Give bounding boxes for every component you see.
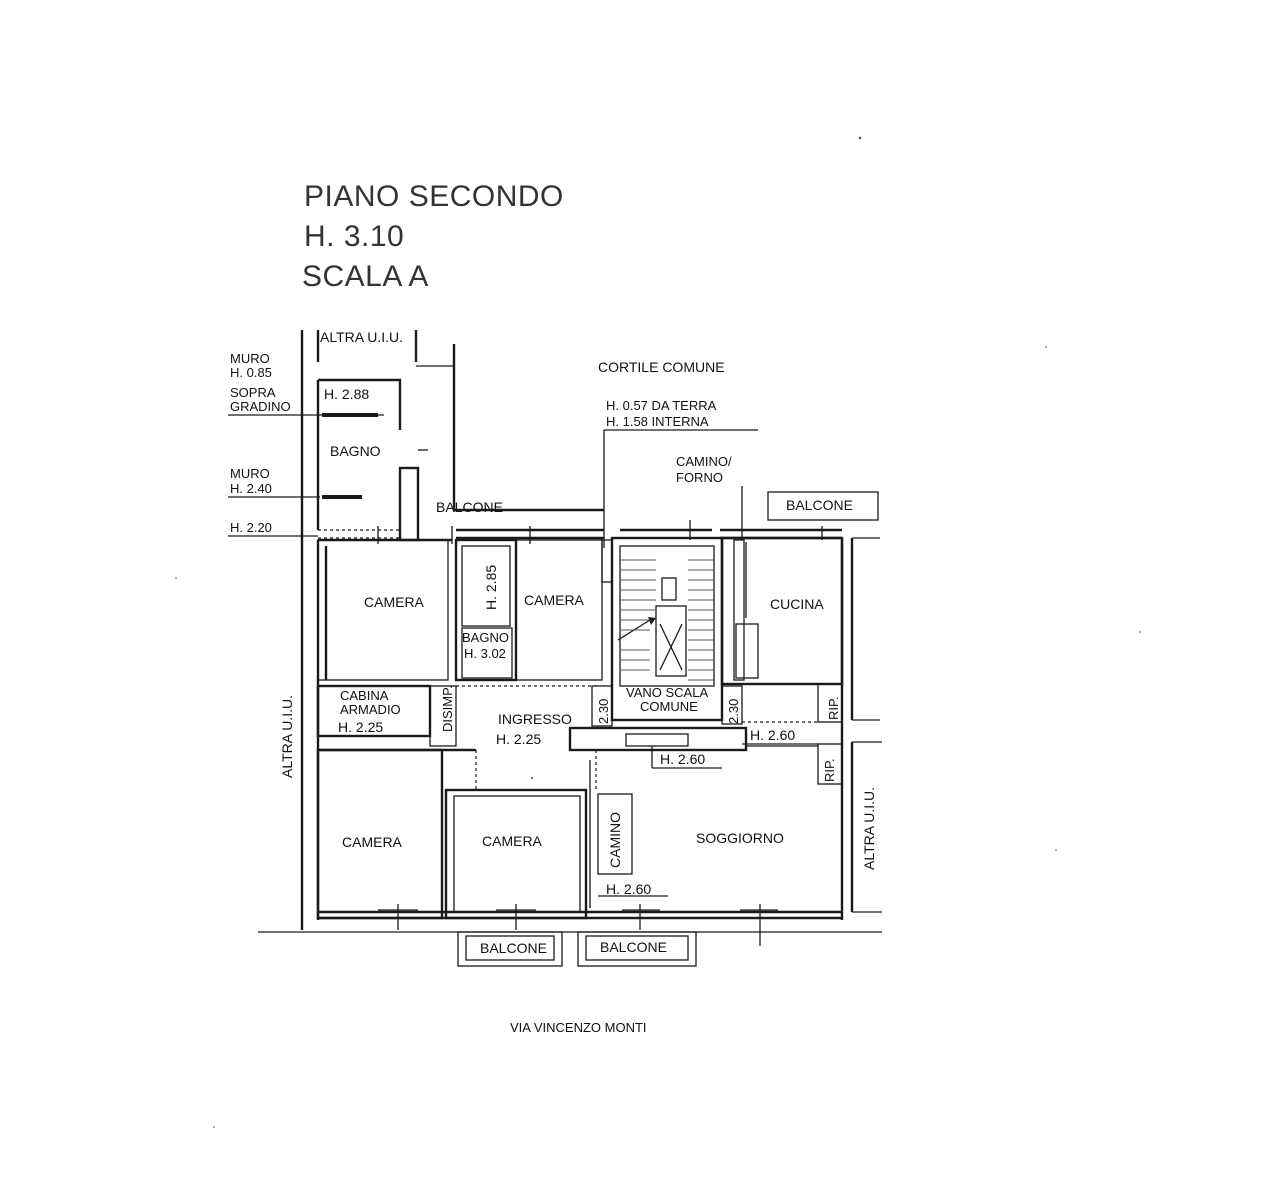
balcone-top-right xyxy=(767,491,879,521)
label-balcone-bottom-left: BALCONE xyxy=(480,940,547,956)
label-ingresso: INGRESSO xyxy=(498,711,572,727)
bottom-windows xyxy=(378,904,778,946)
label-balcone-bottom-right: BALCONE xyxy=(600,939,667,955)
room-camera-4-inner xyxy=(453,795,581,913)
label-camino-forno-2: FORNO xyxy=(676,470,723,485)
room-disimpegno xyxy=(429,685,457,747)
bath-closet xyxy=(461,545,511,627)
label-cabina-2: ARMADIO xyxy=(340,702,401,717)
label-h302: H. 3.02 xyxy=(464,646,506,661)
middle-wall-niche xyxy=(625,733,689,747)
label-h220: H. 2.20 xyxy=(230,520,272,535)
middle-wall-center xyxy=(568,726,748,752)
label-230-b: 2.30 xyxy=(726,699,741,724)
lift-cross-b xyxy=(659,623,683,671)
ripostiglio-2 xyxy=(817,743,843,785)
label-h260-b: H. 2.60 xyxy=(660,751,705,767)
plan-labels: ALTRA U.I.U. CORTILE COMUNE MURO H. 0.85… xyxy=(230,329,877,1035)
balcone-bottom-left xyxy=(457,931,563,967)
label-muro: MURO xyxy=(230,351,270,366)
leader-lines xyxy=(228,414,818,897)
stair-treads xyxy=(620,559,714,681)
label-altra-uiu-right: ALTRA U.I.U. xyxy=(861,787,877,870)
label-h285: H. 2.85 xyxy=(483,565,499,610)
label-muro-h085: H. 0.85 xyxy=(230,365,272,380)
label-altra-uiu-top: ALTRA U.I.U. xyxy=(320,329,403,345)
label-rip-1: RIP. xyxy=(826,696,841,720)
label-h260-a: H. 2.60 xyxy=(750,727,795,743)
label-h260-c: H. 2.60 xyxy=(606,881,651,897)
floor-title: PIANO SECONDO xyxy=(304,180,564,213)
walls xyxy=(258,330,882,967)
room-camera-1 xyxy=(317,539,449,681)
plan-header: PIANO SECONDO H. 3.10 SCALA A xyxy=(302,180,564,293)
label-soggiorno: SOGGIORNO xyxy=(696,830,784,846)
label-via: VIA VINCENZO MONTI xyxy=(510,1020,647,1035)
stair-arrow-head xyxy=(648,617,656,625)
balcone-bottom-right-inner xyxy=(585,935,689,961)
label-camera-4: CAMERA xyxy=(482,833,543,849)
label-camino-forno-1: CAMINO/ xyxy=(676,454,732,469)
label-h057: H. 0.57 DA TERRA xyxy=(606,398,717,413)
label-camera-1: CAMERA xyxy=(364,594,425,610)
upper-bath-top-wall xyxy=(318,378,402,430)
balcone-bottom-left-inner xyxy=(465,935,555,961)
label-gradino: GRADINO xyxy=(230,399,291,414)
lift-shaft xyxy=(655,605,687,677)
label-ingresso-h: H. 2.25 xyxy=(496,731,541,747)
label-disimp: DISIMP. xyxy=(440,685,455,732)
upper-bath-pier xyxy=(398,466,420,542)
kitchen-fixture xyxy=(735,623,759,679)
label-vano-scala-1: VANO SCALA xyxy=(626,685,708,700)
room-bagno-2 xyxy=(461,627,513,679)
label-camera-3: CAMERA xyxy=(342,834,403,850)
floor-height: H. 3.10 xyxy=(304,220,404,253)
label-camera-2: CAMERA xyxy=(524,592,585,608)
label-camino: CAMINO xyxy=(607,812,623,868)
label-balcone-top-right: BALCONE xyxy=(786,497,853,513)
kitchen-counter xyxy=(733,539,745,681)
label-rip-2: RIP. xyxy=(822,758,837,782)
label-muro-2: MURO xyxy=(230,466,270,481)
label-cabina-h: H. 2.25 xyxy=(338,719,383,735)
post-230-left xyxy=(591,685,613,727)
camino-hearth xyxy=(597,793,633,875)
label-cortile-comune: CORTILE COMUNE xyxy=(598,359,725,375)
room-camera-2 xyxy=(515,539,603,681)
lift-landing xyxy=(661,577,677,601)
label-cucina: CUCINA xyxy=(770,596,824,612)
label-bagno-2: BAGNO xyxy=(462,630,509,645)
label-h158: H. 1.58 INTERNA xyxy=(606,414,709,429)
post-230-right xyxy=(721,685,743,725)
label-bagno-h288: H. 2.88 xyxy=(324,386,369,402)
room-camera-4 xyxy=(444,788,588,920)
top-windows xyxy=(377,520,823,544)
balcone-bottom-right xyxy=(577,931,697,967)
stairwell-inner xyxy=(619,545,715,687)
label-sopra: SOPRA xyxy=(230,385,276,400)
label-cabina-1: CABINA xyxy=(340,688,389,703)
label-balcone-top-left: BALCONE xyxy=(436,499,503,515)
stair-label: SCALA A xyxy=(302,260,429,293)
label-230-a: 2.30 xyxy=(596,699,611,724)
label-muro-h240: H. 2.40 xyxy=(230,481,272,496)
ripostiglio-1 xyxy=(817,683,843,723)
label-altra-uiu-left: ALTRA U.I.U. xyxy=(279,695,295,778)
label-vano-scala-2: COMUNE xyxy=(640,699,698,714)
scan-specks xyxy=(175,136,1141,1128)
label-bagno-top: BAGNO xyxy=(330,443,381,459)
